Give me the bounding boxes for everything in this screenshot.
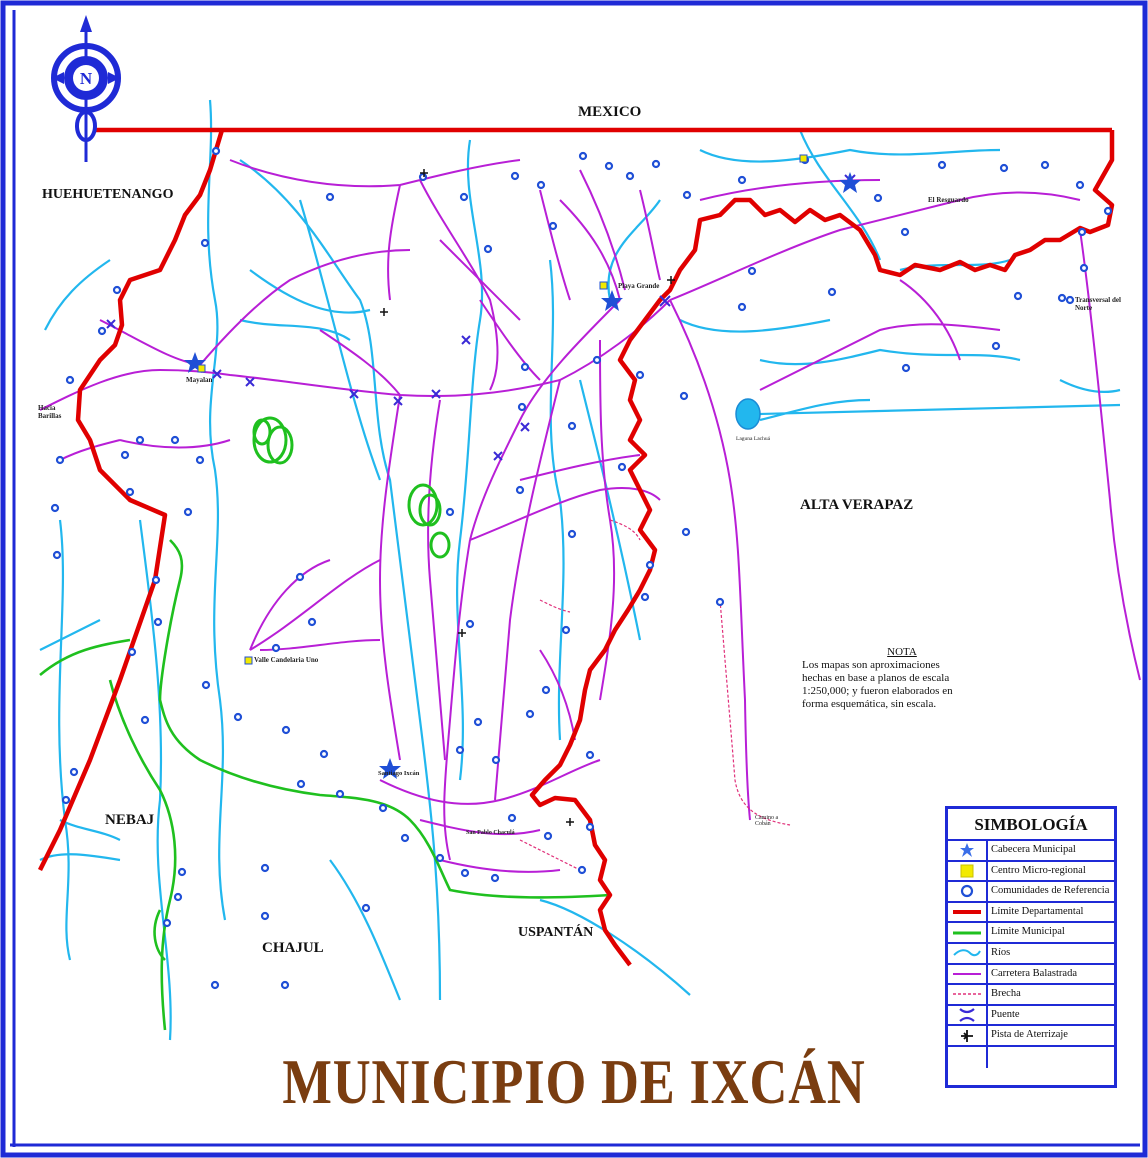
note-text: Los mapas son aproximaciones hechas en b… bbox=[802, 659, 953, 710]
legend-label: Comunidades de Referencia bbox=[991, 885, 1110, 897]
bridges bbox=[106, 174, 856, 461]
region-label-huehuetenango: HUEHUETENANGO bbox=[42, 187, 174, 202]
trail-icon bbox=[953, 993, 981, 996]
departmental-limit-icon bbox=[953, 910, 981, 915]
cabecera-markers bbox=[184, 172, 861, 779]
municipal-limit-icon bbox=[953, 931, 981, 935]
region-label-uspantan: USPANTÁN bbox=[518, 925, 594, 940]
legend-title: SIMBOLOGÍA bbox=[948, 809, 1114, 841]
legend-label: Carretera Balastrada bbox=[991, 967, 1077, 979]
legend-row: Brecha bbox=[948, 985, 1114, 1006]
svg-text:N: N bbox=[80, 69, 93, 88]
region-label-chajul: CHAJUL bbox=[262, 940, 324, 956]
note-title: NOTA bbox=[887, 646, 917, 658]
legend-row: Ríos bbox=[948, 943, 1114, 965]
legend-row: Centro Micro-regional bbox=[948, 861, 1114, 883]
region-label-nebaj: NEBAJ bbox=[105, 812, 155, 828]
roads bbox=[39, 159, 1141, 873]
legend-row: Comunidades de Referencia bbox=[948, 882, 1114, 903]
legend-row: Pista de Aterrizaje bbox=[948, 1026, 1114, 1047]
trails bbox=[519, 519, 791, 871]
legend-row bbox=[948, 1046, 1114, 1068]
region-label-mexico: MEXICO bbox=[578, 104, 642, 120]
place-label-camino-coban: Camino a Cobán bbox=[755, 815, 779, 827]
legend-label: Puente bbox=[991, 1008, 1020, 1020]
micro-regional-icon bbox=[960, 864, 974, 878]
place-label-santiago-ixcan: Santiago Ixcán bbox=[378, 770, 420, 777]
legend-label: Ríos bbox=[991, 946, 1011, 958]
departmental-limit bbox=[37, 127, 1115, 967]
legend-label: Cabecera Municipal bbox=[991, 844, 1076, 855]
community-icon bbox=[960, 885, 974, 898]
legend-label: Límite Departamental bbox=[991, 905, 1084, 917]
municipal-limit bbox=[39, 539, 611, 1031]
airstrips bbox=[380, 169, 675, 826]
legend-label: Brecha bbox=[991, 988, 1021, 1000]
compass-rose-icon: N bbox=[51, 15, 121, 162]
place-label-playa-grande: Playa Grande bbox=[618, 282, 660, 290]
communities bbox=[50, 146, 1113, 990]
place-label-san-pablo: San Pablo Chaculá bbox=[466, 830, 515, 836]
river-icon bbox=[953, 949, 981, 957]
legend-label: Límite Municipal bbox=[991, 926, 1065, 938]
micro-regional-markers bbox=[197, 154, 808, 665]
airstrip-icon bbox=[961, 1029, 973, 1042]
region-label-alta-verapaz: ALTA VERAPAZ bbox=[800, 497, 914, 513]
place-label-el-resguardo: El Resguardo bbox=[928, 196, 969, 204]
bridge-icon bbox=[959, 1008, 975, 1022]
legend-label: Pista de Aterrizaje bbox=[991, 1029, 1068, 1041]
road-icon bbox=[953, 972, 981, 975]
place-label-transversal: Transversal del Norte bbox=[1075, 296, 1121, 312]
green-parcels bbox=[252, 416, 451, 559]
legend: SIMBOLOGÍA Cabecera Municipal Centro Mic… bbox=[945, 806, 1117, 1088]
place-label-mayalan: Mayalan bbox=[186, 376, 213, 384]
place-label-valle-candelaria: Valle Candelaria Uno bbox=[254, 656, 319, 664]
map-note: NOTA Los mapas son aproximaciones hechas… bbox=[802, 646, 972, 711]
lake bbox=[735, 398, 761, 430]
legend-row: Cabecera Municipal bbox=[948, 841, 1114, 862]
legend-label: Centro Micro-regional bbox=[991, 864, 1086, 876]
legend-row: Límite Municipal bbox=[948, 923, 1114, 944]
place-label-laguna-lachua: Laguna Lachuá bbox=[736, 436, 771, 442]
legend-row: Puente bbox=[948, 1005, 1114, 1027]
legend-row: Límite Departamental bbox=[948, 902, 1114, 924]
map-title: MUNICIPIO DE IXCÁN bbox=[282, 1046, 866, 1117]
legend-row: Carretera Balastrada bbox=[948, 964, 1114, 986]
place-label-hacia-barillas: Hacia Barillas bbox=[38, 404, 62, 420]
cabecera-icon bbox=[960, 843, 974, 858]
